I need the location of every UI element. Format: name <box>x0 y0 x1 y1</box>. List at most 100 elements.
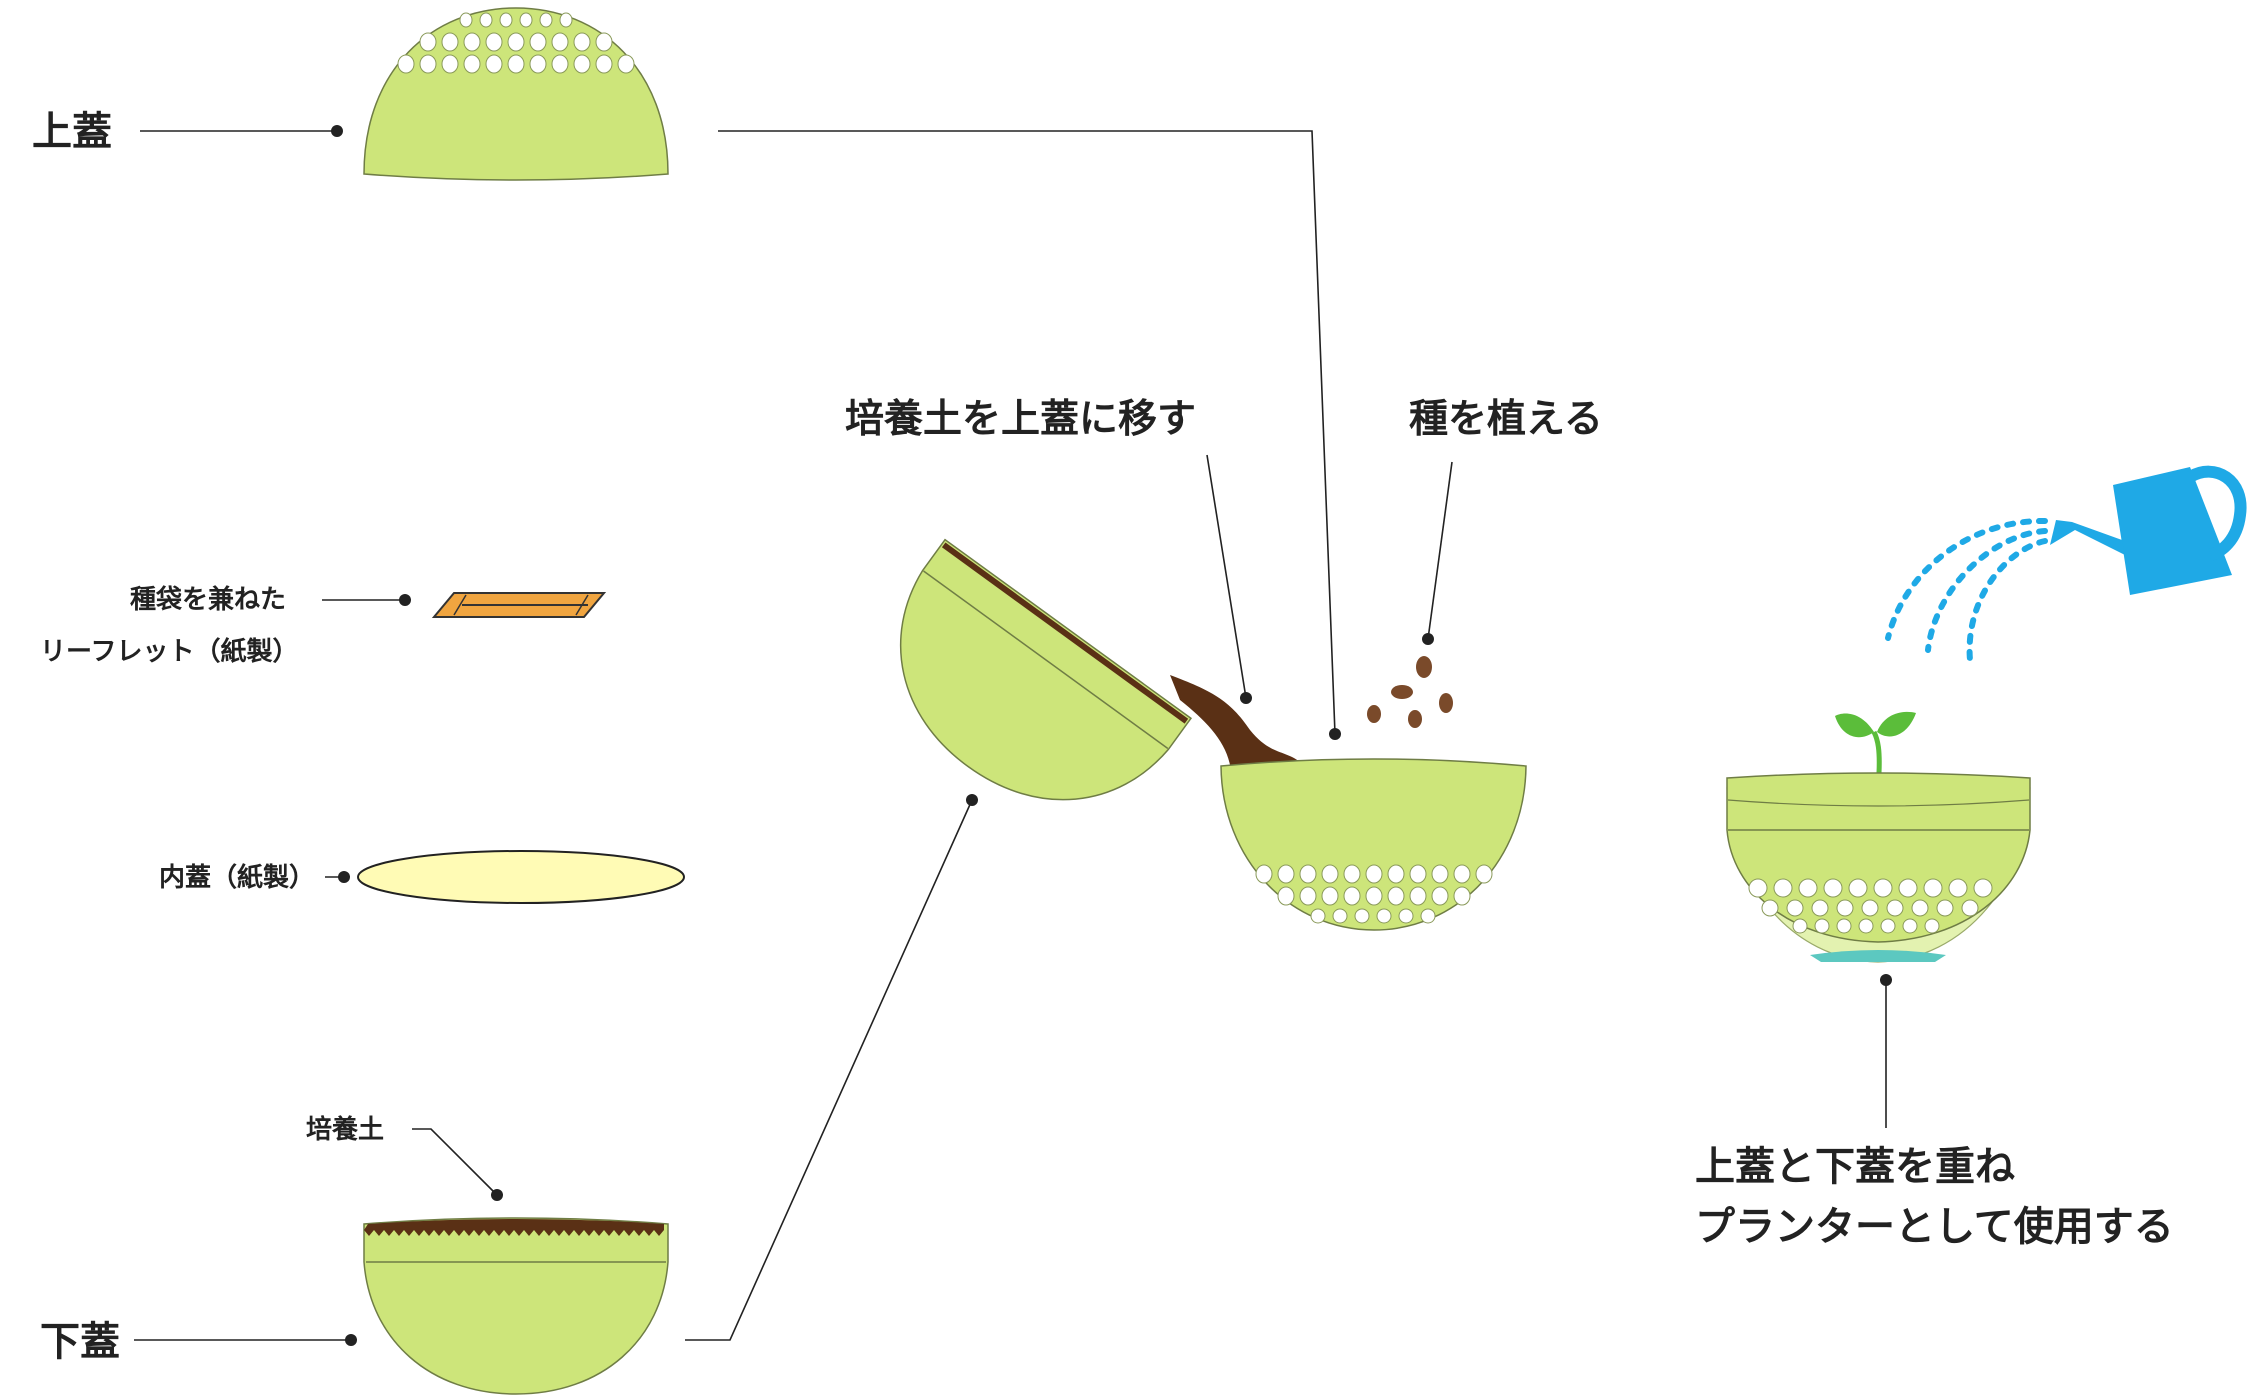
lower-lid-dot <box>345 1334 357 1346</box>
watering-can <box>2050 465 2247 595</box>
hole <box>1387 864 1405 884</box>
hole <box>419 32 437 52</box>
inner-lid-dot <box>338 871 350 883</box>
hole <box>1923 878 1943 898</box>
seed <box>1439 693 1453 713</box>
upper-lid-filled-bowl <box>1220 758 1527 931</box>
hole <box>1748 878 1768 898</box>
hole <box>573 32 591 52</box>
hole <box>1343 886 1361 906</box>
hole <box>1898 878 1918 898</box>
hole <box>519 12 533 28</box>
hole <box>595 32 613 52</box>
hole <box>1321 886 1339 906</box>
seed <box>1408 710 1422 728</box>
hole <box>617 54 635 74</box>
hole <box>1398 908 1414 924</box>
hole <box>1431 886 1449 906</box>
hole <box>419 54 437 74</box>
hole <box>1332 908 1348 924</box>
hole <box>529 32 547 52</box>
hole <box>1792 918 1808 934</box>
hole <box>441 32 459 52</box>
soil-dot <box>491 1189 503 1201</box>
pouring-soil-stream <box>1170 675 1300 765</box>
hole <box>1310 908 1326 924</box>
stacked-planter <box>1726 772 2031 963</box>
hole <box>559 12 573 28</box>
upper-lid-dome <box>363 7 669 181</box>
bowl-holes <box>1255 864 1493 924</box>
hole <box>1365 864 1383 884</box>
hole <box>459 12 473 28</box>
hole <box>1376 908 1392 924</box>
hole <box>1886 899 1904 917</box>
water-pool <box>1810 950 1946 962</box>
hole <box>1861 899 1879 917</box>
hole <box>507 54 525 74</box>
lower-lid-bowl <box>363 1217 669 1395</box>
hole <box>1321 864 1339 884</box>
hole <box>1936 899 1954 917</box>
seeds <box>1367 656 1453 728</box>
hole <box>1761 899 1779 917</box>
hole <box>1786 899 1804 917</box>
hole <box>463 54 481 74</box>
hole <box>499 12 513 28</box>
hole <box>1924 918 1940 934</box>
hole <box>1299 886 1317 906</box>
leaflet-seed-packet <box>431 592 607 618</box>
hole <box>1277 864 1295 884</box>
planter-dot <box>1880 974 1892 986</box>
lower-lid-to-step-leader <box>685 799 973 1341</box>
hole <box>397 54 415 74</box>
upper-lid-label: 上蓋 <box>32 109 112 155</box>
hole <box>479 12 493 28</box>
hole <box>1973 878 1993 898</box>
hole <box>1343 864 1361 884</box>
lower-lid-step-dot <box>966 794 978 806</box>
hole <box>463 32 481 52</box>
hole <box>1836 918 1852 934</box>
tilted-lower-lid <box>899 538 1193 801</box>
hole <box>1773 878 1793 898</box>
hole <box>1387 886 1405 906</box>
hole <box>1814 918 1830 934</box>
hole <box>1354 908 1370 924</box>
hole <box>441 54 459 74</box>
hole <box>1453 886 1471 906</box>
hole <box>573 54 591 74</box>
sprout <box>1835 711 1916 774</box>
hole <box>551 54 569 74</box>
step-transfer-soil-leader <box>1206 454 1247 699</box>
hole <box>1365 886 1383 906</box>
hole <box>1475 864 1493 884</box>
hole <box>1811 899 1829 917</box>
hole <box>539 12 553 28</box>
hole <box>1948 878 1968 898</box>
hole <box>595 54 613 74</box>
hole <box>1277 886 1295 906</box>
hole <box>1911 899 1929 917</box>
final-label-line2: プランターとして使用する <box>1695 1204 2174 1250</box>
hole <box>1858 918 1874 934</box>
water-stream <box>1925 528 2048 653</box>
hole <box>1880 918 1896 934</box>
hole <box>1409 864 1427 884</box>
upper-lid-step-dot <box>1329 728 1341 740</box>
hole <box>551 32 569 52</box>
hole <box>1961 899 1979 917</box>
water-stream <box>1966 538 2048 663</box>
hole <box>1902 918 1918 934</box>
hole <box>1409 886 1427 906</box>
planter-holes <box>1748 878 1993 934</box>
water-streams <box>1885 517 2048 663</box>
hole <box>1431 864 1449 884</box>
hole <box>1299 864 1317 884</box>
hole <box>1798 878 1818 898</box>
leaflet-label-line2: リーフレット（紙製） <box>40 636 298 667</box>
hole <box>529 54 547 74</box>
hole <box>1836 899 1854 917</box>
hole <box>1420 908 1436 924</box>
